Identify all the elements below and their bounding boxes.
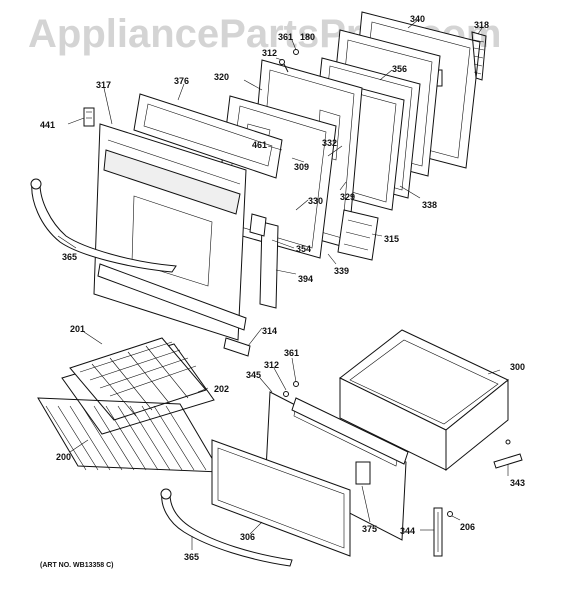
callout-339: 339	[334, 266, 349, 276]
callout-365-drawer: 365	[184, 552, 199, 562]
callout-309: 309	[294, 162, 309, 172]
hinge-clip-441	[83, 107, 95, 127]
callout-365-door: 365	[62, 252, 77, 262]
drawer-slide-344	[433, 507, 443, 557]
screw-206	[447, 511, 453, 517]
door-frame-376	[133, 93, 283, 179]
callout-345: 345	[246, 370, 261, 380]
callout-361-drawer: 361	[284, 348, 299, 358]
door-handle-365a	[30, 178, 177, 273]
callout-338: 338	[422, 200, 437, 210]
art-number: (ART NO. WB13358 C)	[40, 562, 114, 569]
door-trim-394	[97, 263, 251, 357]
callout-318: 318	[474, 20, 489, 30]
drawer-bracket-375	[291, 397, 409, 465]
callout-354: 354	[296, 244, 311, 254]
callout-300: 300	[510, 362, 525, 372]
callout-330: 330	[308, 196, 323, 206]
callout-201: 201	[70, 324, 85, 334]
callout-180: 180	[300, 32, 315, 42]
callout-441: 441	[40, 120, 55, 130]
callout-329: 329	[340, 192, 355, 202]
callout-317: 317	[96, 80, 111, 90]
callout-461: 461	[252, 140, 267, 150]
callout-332: 332	[322, 138, 337, 148]
drawer-300	[339, 329, 509, 472]
callout-312-drawer: 312	[264, 360, 279, 370]
drawer-glide-343	[493, 439, 523, 469]
callout-320: 320	[214, 72, 229, 82]
callout-375: 375	[362, 524, 377, 534]
callout-394: 394	[298, 274, 313, 284]
callout-314: 314	[262, 326, 277, 336]
door-bracket-315	[337, 209, 379, 261]
drawer-handle-365b	[160, 488, 293, 567]
gasket-318	[471, 31, 487, 81]
callout-343: 343	[510, 478, 525, 488]
callout-344: 344	[400, 526, 415, 536]
callout-202: 202	[214, 384, 229, 394]
drawer-panel-306	[211, 439, 351, 557]
leader-lines	[57, 19, 509, 550]
callout-315: 315	[384, 234, 399, 244]
callout-376: 376	[174, 76, 189, 86]
callout-356: 356	[392, 64, 407, 74]
hinge-354	[249, 213, 279, 309]
callout-labels: 340 318 361 180 312 320 376 317 441 356 …	[40, 14, 525, 562]
callout-312: 312	[262, 48, 277, 58]
broiler-grid-201	[69, 337, 207, 421]
callout-361: 361	[278, 32, 293, 42]
callout-340: 340	[410, 14, 425, 24]
callout-200: 200	[56, 452, 71, 462]
callout-206: 206	[460, 522, 475, 532]
callout-306: 306	[240, 532, 255, 542]
